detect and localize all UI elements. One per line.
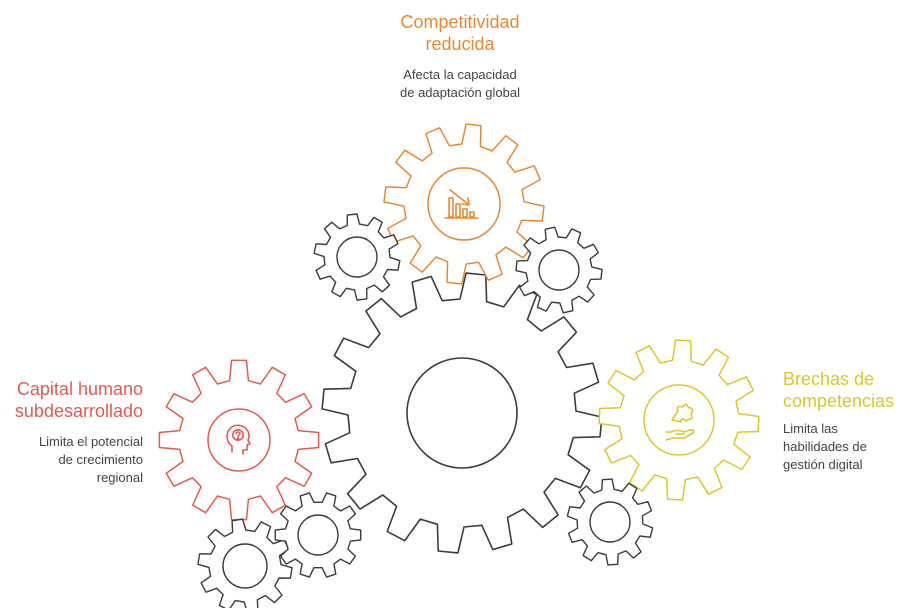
right-description: Limita las habilidades de gestión digita… (783, 421, 867, 472)
right-title: Brechas de competencias (783, 369, 895, 411)
right-yellow-gear (598, 339, 760, 501)
left-description: Limita el potencial de crecimiento regio… (38, 434, 143, 485)
hand-puzzle-icon (665, 403, 695, 441)
small-gear-bottom-b (274, 492, 362, 578)
small-gear-bottom-b-hole (297, 514, 339, 556)
small-gear-top-left-hole (336, 236, 378, 278)
top-title: Competitividad reducida (400, 12, 520, 54)
small-gear-bottom-right (566, 478, 654, 566)
central-gear-hole (406, 357, 518, 469)
small-gear-bottom-right-hole (589, 501, 631, 543)
small-gear-top-right-hole (538, 249, 580, 291)
small-gear-top-left (313, 213, 401, 301)
small-gear-top-right (515, 226, 603, 314)
top-description: Afecta la capacidad de adaptación global (400, 67, 520, 100)
head-question-icon (226, 424, 251, 455)
right-yellow-gear-hole (643, 384, 715, 456)
chart-decline-icon (444, 189, 479, 219)
small-gear-bottom-a-hole (222, 543, 268, 589)
small-gear-bottom-a (197, 518, 293, 608)
central-gear (321, 272, 603, 554)
left-title: Capital humano subdesarrollado (14, 379, 143, 421)
